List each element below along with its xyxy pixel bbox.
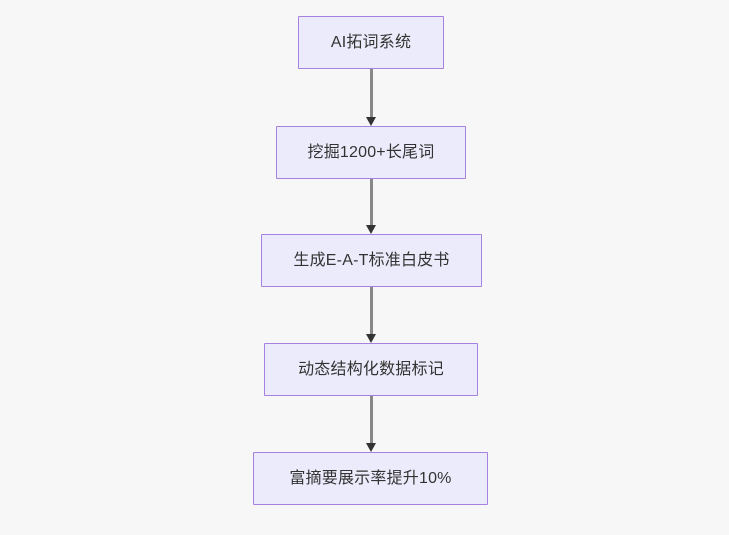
flowchart-node-rich-snippet-result[interactable]: 富摘要展示率提升10% — [253, 452, 488, 505]
arrowhead-icon — [366, 225, 376, 234]
connector-line — [369, 179, 373, 226]
connector-line — [369, 287, 373, 335]
flowchart-node-ai-keyword-system[interactable]: AI拓词系统 — [298, 16, 444, 69]
flowchart-node-label: 富摘要展示率提升10% — [289, 469, 452, 487]
flowchart-node-structured-data-markup[interactable]: 动态结构化数据标记 — [264, 343, 478, 396]
arrowhead-icon — [366, 117, 376, 126]
flowchart-node-label: AI拓词系统 — [330, 33, 412, 51]
arrowhead-icon — [366, 443, 376, 452]
connector-line — [369, 69, 373, 118]
flowchart-node-label: 动态结构化数据标记 — [298, 360, 444, 378]
flowchart-node-longtail-keywords[interactable]: 挖掘1200+长尾词 — [276, 126, 466, 179]
flowchart-node-label: 挖掘1200+长尾词 — [307, 143, 435, 161]
arrowhead-icon — [366, 334, 376, 343]
flowchart-node-eat-whitepaper[interactable]: 生成E-A-T标准白皮书 — [261, 234, 482, 287]
connector-line — [369, 396, 373, 444]
flowchart-node-label: 生成E-A-T标准白皮书 — [293, 251, 450, 269]
